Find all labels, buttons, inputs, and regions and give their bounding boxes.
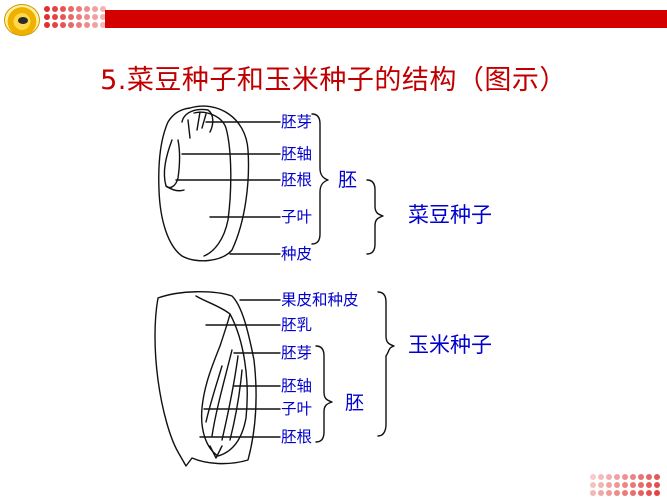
decorative-dot (630, 482, 636, 488)
decorative-dot (630, 474, 636, 480)
decorative-dot (52, 14, 58, 20)
corn-pericarp (154, 291, 257, 467)
bean-label-cotyledon: 子叶 (281, 208, 313, 226)
decorative-dot (638, 490, 644, 496)
bean-seed-coat (158, 105, 250, 262)
decorative-dot (92, 14, 98, 20)
decorative-dot (598, 482, 604, 488)
bean-brackets (311, 113, 384, 255)
decorative-dot (100, 14, 106, 20)
decorative-dot (100, 22, 106, 28)
decorative-dot (84, 6, 90, 12)
bean-seed-drawing (158, 105, 250, 262)
logo-eye (18, 17, 28, 24)
decorative-dot (44, 22, 50, 28)
decorative-dot (614, 482, 620, 488)
decorative-dot (622, 482, 628, 488)
corn-label-plumule: 胚芽 (281, 344, 313, 362)
decorative-dot (60, 14, 66, 20)
bean-label-radicle: 胚根 (281, 171, 313, 189)
decorative-dot (76, 6, 82, 12)
decorative-dot (630, 490, 636, 496)
decorative-dot (68, 6, 74, 12)
decorative-dot (590, 474, 596, 480)
corn-label-radicle: 胚根 (281, 428, 313, 446)
bean-leader-lines (175, 121, 281, 255)
decorative-dot (52, 6, 58, 12)
corn-label-endosperm: 胚乳 (281, 316, 313, 334)
decorative-dot (622, 474, 628, 480)
decorative-dot (590, 490, 596, 496)
corn-brackets (315, 291, 395, 443)
decorative-dot (606, 474, 612, 480)
decorative-dot (590, 482, 596, 488)
decorative-dot (646, 474, 652, 480)
decorative-dot (654, 490, 660, 496)
decorative-dot (614, 474, 620, 480)
corn-embryo-label: 胚 (345, 392, 365, 414)
decorative-dot (606, 490, 612, 496)
decorative-dot (76, 14, 82, 20)
decorative-dot (68, 22, 74, 28)
corn-label-cotyledon: 子叶 (281, 400, 313, 418)
decorative-dot (44, 14, 50, 20)
corn-leader-lines (199, 299, 281, 438)
corn-radicle (209, 445, 223, 459)
bean-seed-title: 菜豆种子 (408, 203, 492, 227)
bean-label-seed-coat: 种皮 (281, 245, 313, 263)
decorative-dot (598, 474, 604, 480)
corn-embryo (200, 313, 248, 457)
decorative-dot (84, 22, 90, 28)
decorative-dot (614, 490, 620, 496)
decorative-dot (646, 482, 652, 488)
corn-seed-drawing (154, 291, 257, 467)
title-banner (105, 10, 667, 28)
decorative-dot (638, 474, 644, 480)
decorative-dot (68, 14, 74, 20)
decorative-dot (92, 6, 98, 12)
decorative-dot (44, 6, 50, 12)
corn-label-hypocotyl: 胚轴 (281, 377, 313, 395)
decorative-dot (60, 6, 66, 12)
decorative-dot (654, 482, 660, 488)
corn-endosperm-boundary (195, 295, 231, 315)
decorative-dot (60, 22, 66, 28)
corn-seed-title: 玉米种子 (408, 333, 492, 357)
bean-hilum-line (165, 185, 185, 192)
decorative-dot (52, 22, 58, 28)
decorative-dot (100, 6, 106, 12)
decorative-dot (92, 22, 98, 28)
school-logo (4, 4, 40, 36)
decorative-dot (638, 482, 644, 488)
slide-title: 5.菜豆种子和玉米种子的结构（图示） (100, 65, 567, 96)
bean-label-hypocotyl: 胚轴 (281, 145, 313, 163)
decorative-dot (84, 14, 90, 20)
decorative-dot (654, 474, 660, 480)
bean-plumule (181, 108, 214, 139)
corn-cotyledon-lines (205, 349, 243, 441)
bean-cotyledon-edge (193, 111, 232, 257)
decorative-dot (76, 22, 82, 28)
bean-label-plumule: 胚芽 (281, 113, 313, 131)
bean-radicle (163, 139, 181, 189)
decorative-dot (598, 490, 604, 496)
corn-label-pericarp: 果皮和种皮 (281, 291, 359, 309)
decorative-dot (606, 482, 612, 488)
bean-embryo-label: 胚 (338, 169, 358, 191)
decorative-dot (622, 490, 628, 496)
decorative-dot (646, 490, 652, 496)
